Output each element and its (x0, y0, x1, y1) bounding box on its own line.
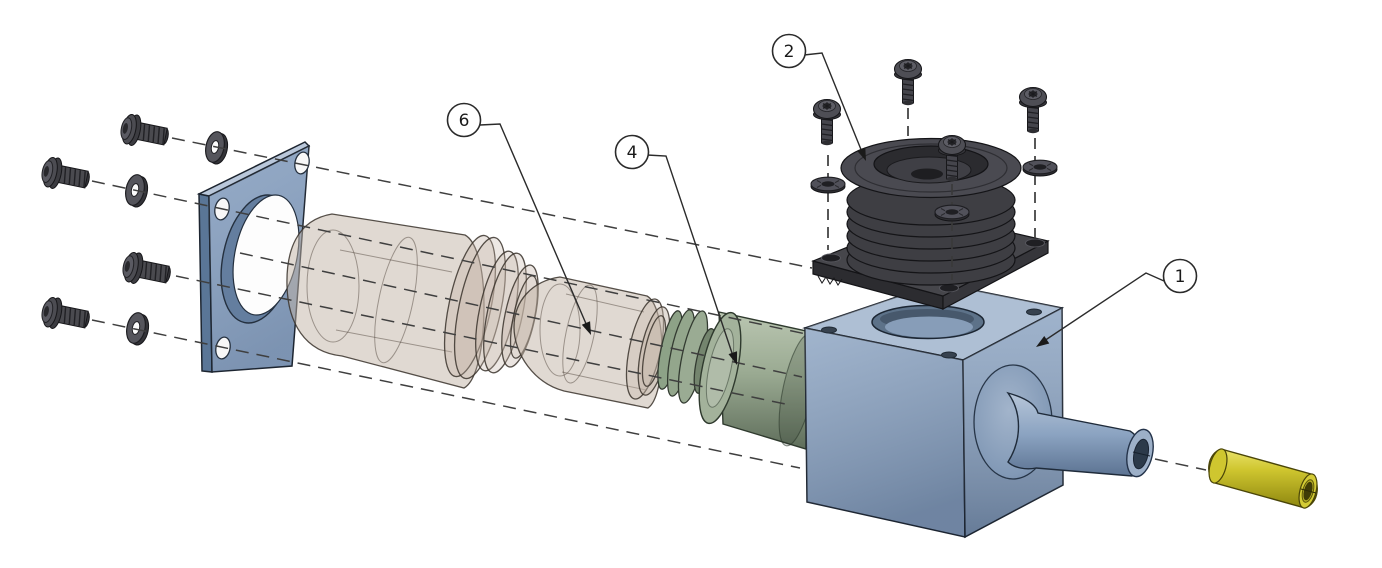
mounting-plate (196, 141, 311, 373)
body-screw-hole (821, 326, 837, 334)
construction-line-axis-4 (91, 319, 801, 469)
plate-corner-hole (294, 151, 310, 175)
callout-number-6: 6 (459, 111, 470, 131)
motor-washer-1 (810, 176, 846, 194)
piston-end-face (698, 311, 742, 425)
outlet-nozzle (1006, 391, 1142, 477)
callout-1: 1 (1036, 258, 1198, 347)
construction-line-center-axis (239, 252, 803, 378)
motor-base-hole (821, 253, 841, 263)
leader-arrow (1036, 335, 1050, 347)
motor-base-hole (1025, 238, 1045, 248)
inner-diaphragm-cup (513, 276, 671, 409)
flange-screw-1 (117, 111, 172, 153)
callout-2: 2 (771, 33, 866, 161)
tube-near-end (1208, 448, 1228, 484)
motor-fin-stack (846, 174, 1016, 286)
motor-shaft-hole (911, 168, 943, 180)
motor-screw-1 (812, 98, 842, 146)
construction-lines (91, 137, 1207, 471)
leader-arrow (728, 351, 738, 365)
piston-cylinder (698, 311, 818, 450)
construction-line-axis-2 (91, 180, 807, 335)
callout-number-1: 1 (1175, 267, 1186, 287)
body-screw-hole (1026, 308, 1042, 316)
callout-4: 4 (614, 134, 738, 365)
outer-diaphragm-cap (286, 213, 539, 389)
outlet-tube (1208, 448, 1318, 509)
construction-line-axis-1 (171, 137, 813, 269)
flange-washer-1 (202, 129, 232, 167)
pump-body-block (802, 282, 1154, 539)
motor-stack (811, 137, 1050, 310)
motor-screw-2 (893, 58, 923, 106)
flange-screw-3 (119, 249, 174, 291)
construction-line-nozzle-tube (1154, 458, 1207, 471)
motor-screw-3 (1018, 86, 1048, 134)
leader-arrow (581, 321, 591, 335)
callout-number-2: 2 (784, 42, 795, 62)
callout-balloon-6 (446, 102, 482, 138)
body-screw-hole (941, 351, 957, 359)
callout-balloon-2 (771, 33, 807, 69)
callout-balloon-1 (1162, 258, 1198, 294)
callout-6: 6 (446, 102, 591, 335)
leader-arrow (856, 147, 866, 161)
motor-base-serration (817, 275, 843, 286)
callout-balloon-4 (614, 134, 650, 170)
callout-number-4: 4 (627, 143, 638, 163)
flange-screw-4 (38, 294, 93, 336)
motor-washer-2 (1022, 159, 1058, 177)
flange-screw-2 (38, 154, 93, 196)
motor-washer-3 (934, 204, 970, 222)
